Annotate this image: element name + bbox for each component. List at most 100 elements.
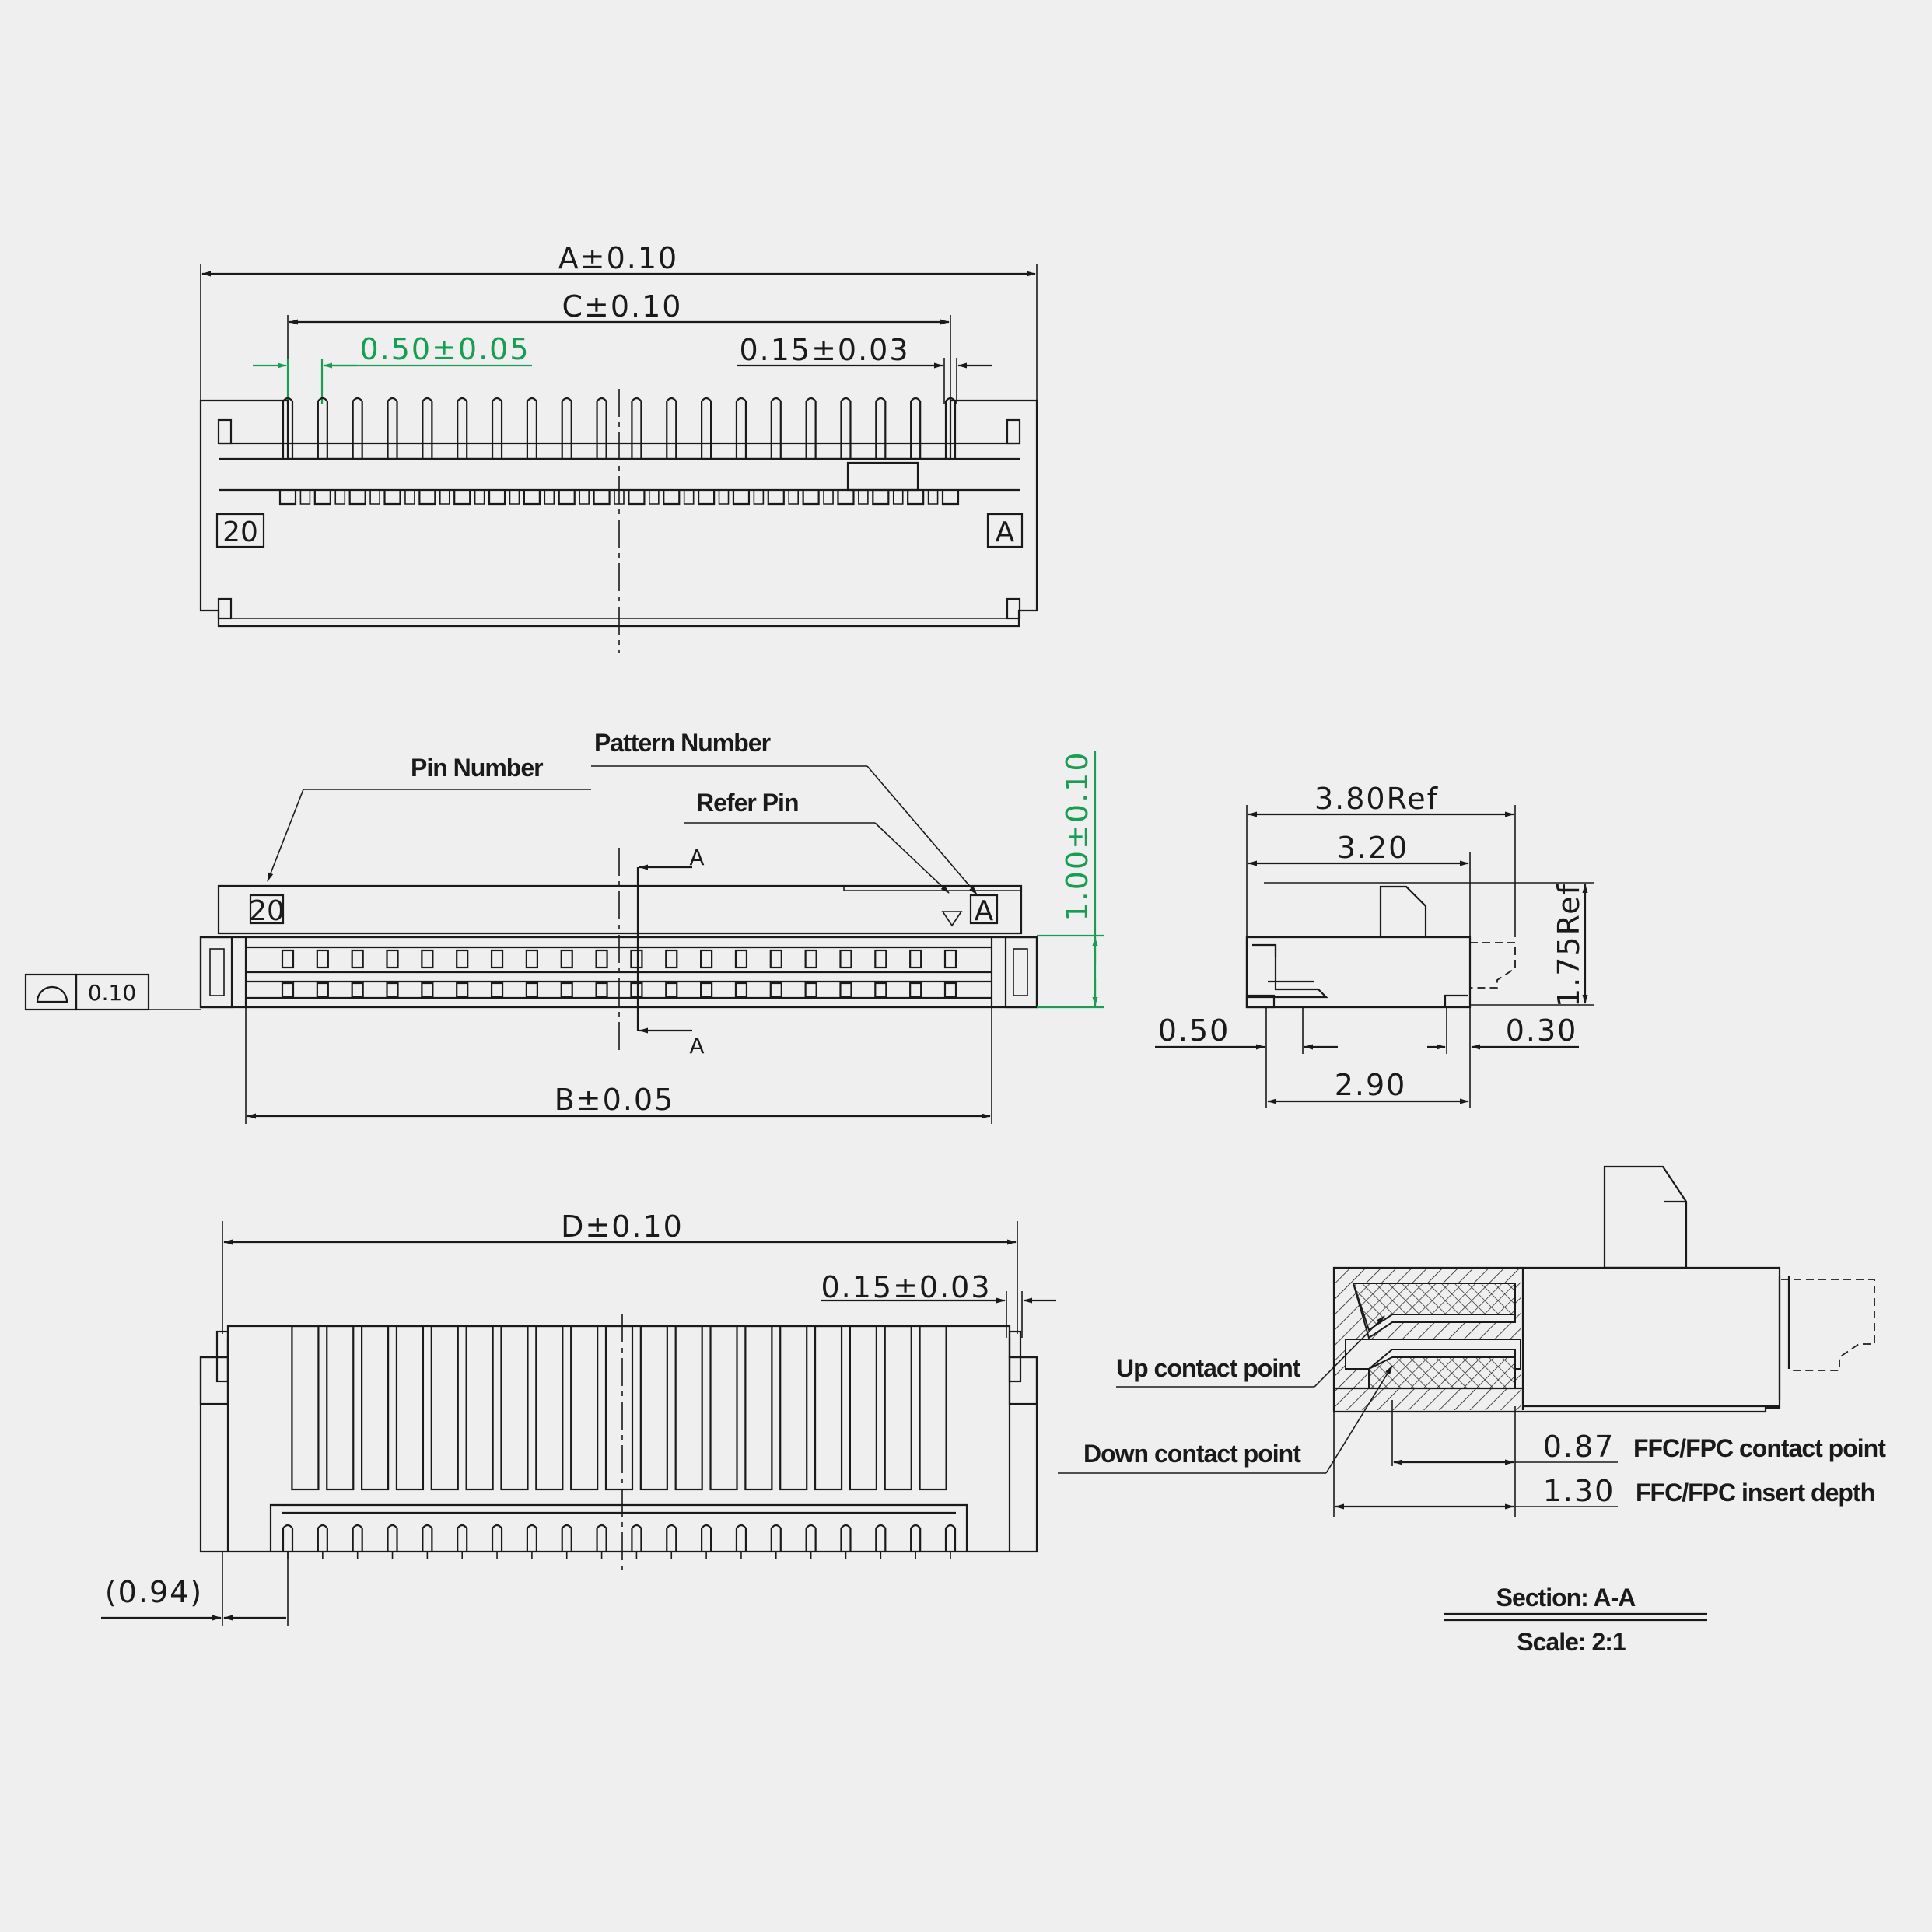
top-foot-inner [649, 490, 660, 505]
top-pin [944, 397, 957, 459]
top-pin [491, 397, 503, 459]
front-contact-upper [665, 949, 678, 969]
bottom-pin [422, 1524, 433, 1552]
top-foot-inner [892, 490, 904, 505]
front-contact-upper [281, 949, 295, 969]
front-contact-upper [839, 949, 852, 969]
top-foot [872, 490, 890, 506]
front-pattern-marker: A [975, 895, 994, 927]
front-contact-lower [665, 982, 678, 999]
dim-base-label: 2.90 [1335, 1068, 1407, 1102]
top-pin [701, 397, 712, 459]
front-contact-upper [525, 949, 538, 969]
top-pin [317, 397, 328, 459]
top-foot-inner [474, 490, 485, 505]
top-foot [523, 490, 541, 506]
top-pin [840, 397, 852, 459]
front-contact-lower [943, 982, 957, 999]
top-foot-inner [753, 490, 765, 505]
top-pin [910, 397, 922, 459]
dim-right-tab-label: 0.30 [1506, 1013, 1578, 1048]
front-contact-lower [316, 982, 329, 999]
top-foot-inner [544, 490, 555, 505]
bottom-pin [491, 1524, 503, 1552]
dim-height-ref-label: 1.75Ref [1552, 883, 1586, 1007]
top-foot-inner [788, 490, 800, 505]
top-foot-inner [683, 490, 695, 505]
top-foot [628, 490, 646, 506]
bottom-slot [884, 1325, 912, 1491]
top-solder-feet [278, 490, 960, 506]
bottom-slot [744, 1325, 773, 1491]
top-foot-inner [718, 490, 730, 505]
dim-d-label: D±0.10 [561, 1209, 684, 1244]
bottom-slot [849, 1325, 877, 1491]
top-foot [802, 490, 820, 506]
front-contact-upper [769, 949, 782, 969]
dim-c-label: C±0.10 [562, 289, 683, 324]
flatness-value: 0.10 [88, 980, 136, 1006]
bottom-pin [561, 1524, 572, 1552]
pattern-marker-box [986, 513, 1024, 548]
bottom-slot [604, 1325, 634, 1491]
bottom-slot [395, 1325, 425, 1491]
top-pin [631, 397, 642, 459]
section-view: Up contact point Down contact point 0.87… [1058, 1165, 1887, 1656]
front-contact-lower [874, 982, 887, 999]
top-foot [278, 490, 297, 506]
front-contact-lower [909, 982, 922, 999]
front-contact-upper [490, 949, 504, 969]
up-contact-callout: Up contact point [1116, 1354, 1301, 1382]
front-contact-upper [351, 949, 364, 969]
top-foot-inner [439, 490, 450, 505]
flatness-symbol-box [24, 973, 78, 1011]
front-contact-upper [560, 949, 573, 969]
refer-pin-callout: Refer Pin [696, 789, 798, 817]
top-foot [698, 490, 716, 506]
bottom-slot [361, 1325, 390, 1491]
refer-pin-triangle [941, 911, 963, 927]
front-contact-upper [804, 949, 817, 969]
top-pin [561, 397, 572, 459]
front-contact-upper [874, 949, 887, 969]
front-contact-upper [943, 949, 957, 969]
top-foot-inner [858, 490, 869, 505]
bottom-pin [387, 1524, 398, 1552]
top-foot [383, 490, 401, 506]
front-contact-lower [490, 982, 504, 999]
bottom-slot [639, 1325, 668, 1491]
top-view: A±0.10 C±0.10 0.50±0.05 0.15±0.03 [199, 241, 1038, 653]
pin-number-marker: 20 [222, 516, 258, 548]
bottom-slot [291, 1325, 320, 1491]
dim-width-top-label: 0.15±0.03 [739, 333, 909, 367]
bottom-slot [500, 1325, 529, 1491]
top-foot [558, 490, 576, 506]
contact-point-label: FFC/FPC contact point [1633, 1434, 1886, 1462]
bottom-pin [910, 1524, 922, 1552]
front-contact-lower [595, 982, 608, 999]
section-letter-bottom: A [689, 1033, 704, 1059]
top-pin [422, 397, 433, 459]
dim-pitch-label: 0.50±0.05 [359, 332, 530, 366]
top-pin [596, 397, 607, 459]
top-pin [282, 397, 294, 459]
pattern-number-callout: Pattern Number [594, 729, 771, 757]
front-contact-lower [734, 982, 748, 999]
top-foot [732, 490, 751, 506]
front-contact-upper [734, 949, 748, 969]
bottom-slot [814, 1325, 843, 1491]
front-contact-upper [316, 949, 329, 969]
top-foot-inner [299, 490, 311, 505]
top-foot [663, 490, 681, 506]
front-contact-upper [909, 949, 922, 969]
bottom-pin [701, 1524, 712, 1552]
top-foot-inner [334, 490, 346, 505]
bottom-pin [317, 1524, 328, 1552]
front-contact-lower [351, 982, 364, 999]
front-contact-lower [700, 982, 713, 999]
bottom-pin [352, 1524, 363, 1552]
front-top-body [217, 884, 1023, 935]
top-foot-inner [927, 490, 939, 505]
bottom-pin [457, 1524, 468, 1552]
bottom-view: D±0.10 0.15±0.03 (0.94) [101, 1209, 1056, 1626]
